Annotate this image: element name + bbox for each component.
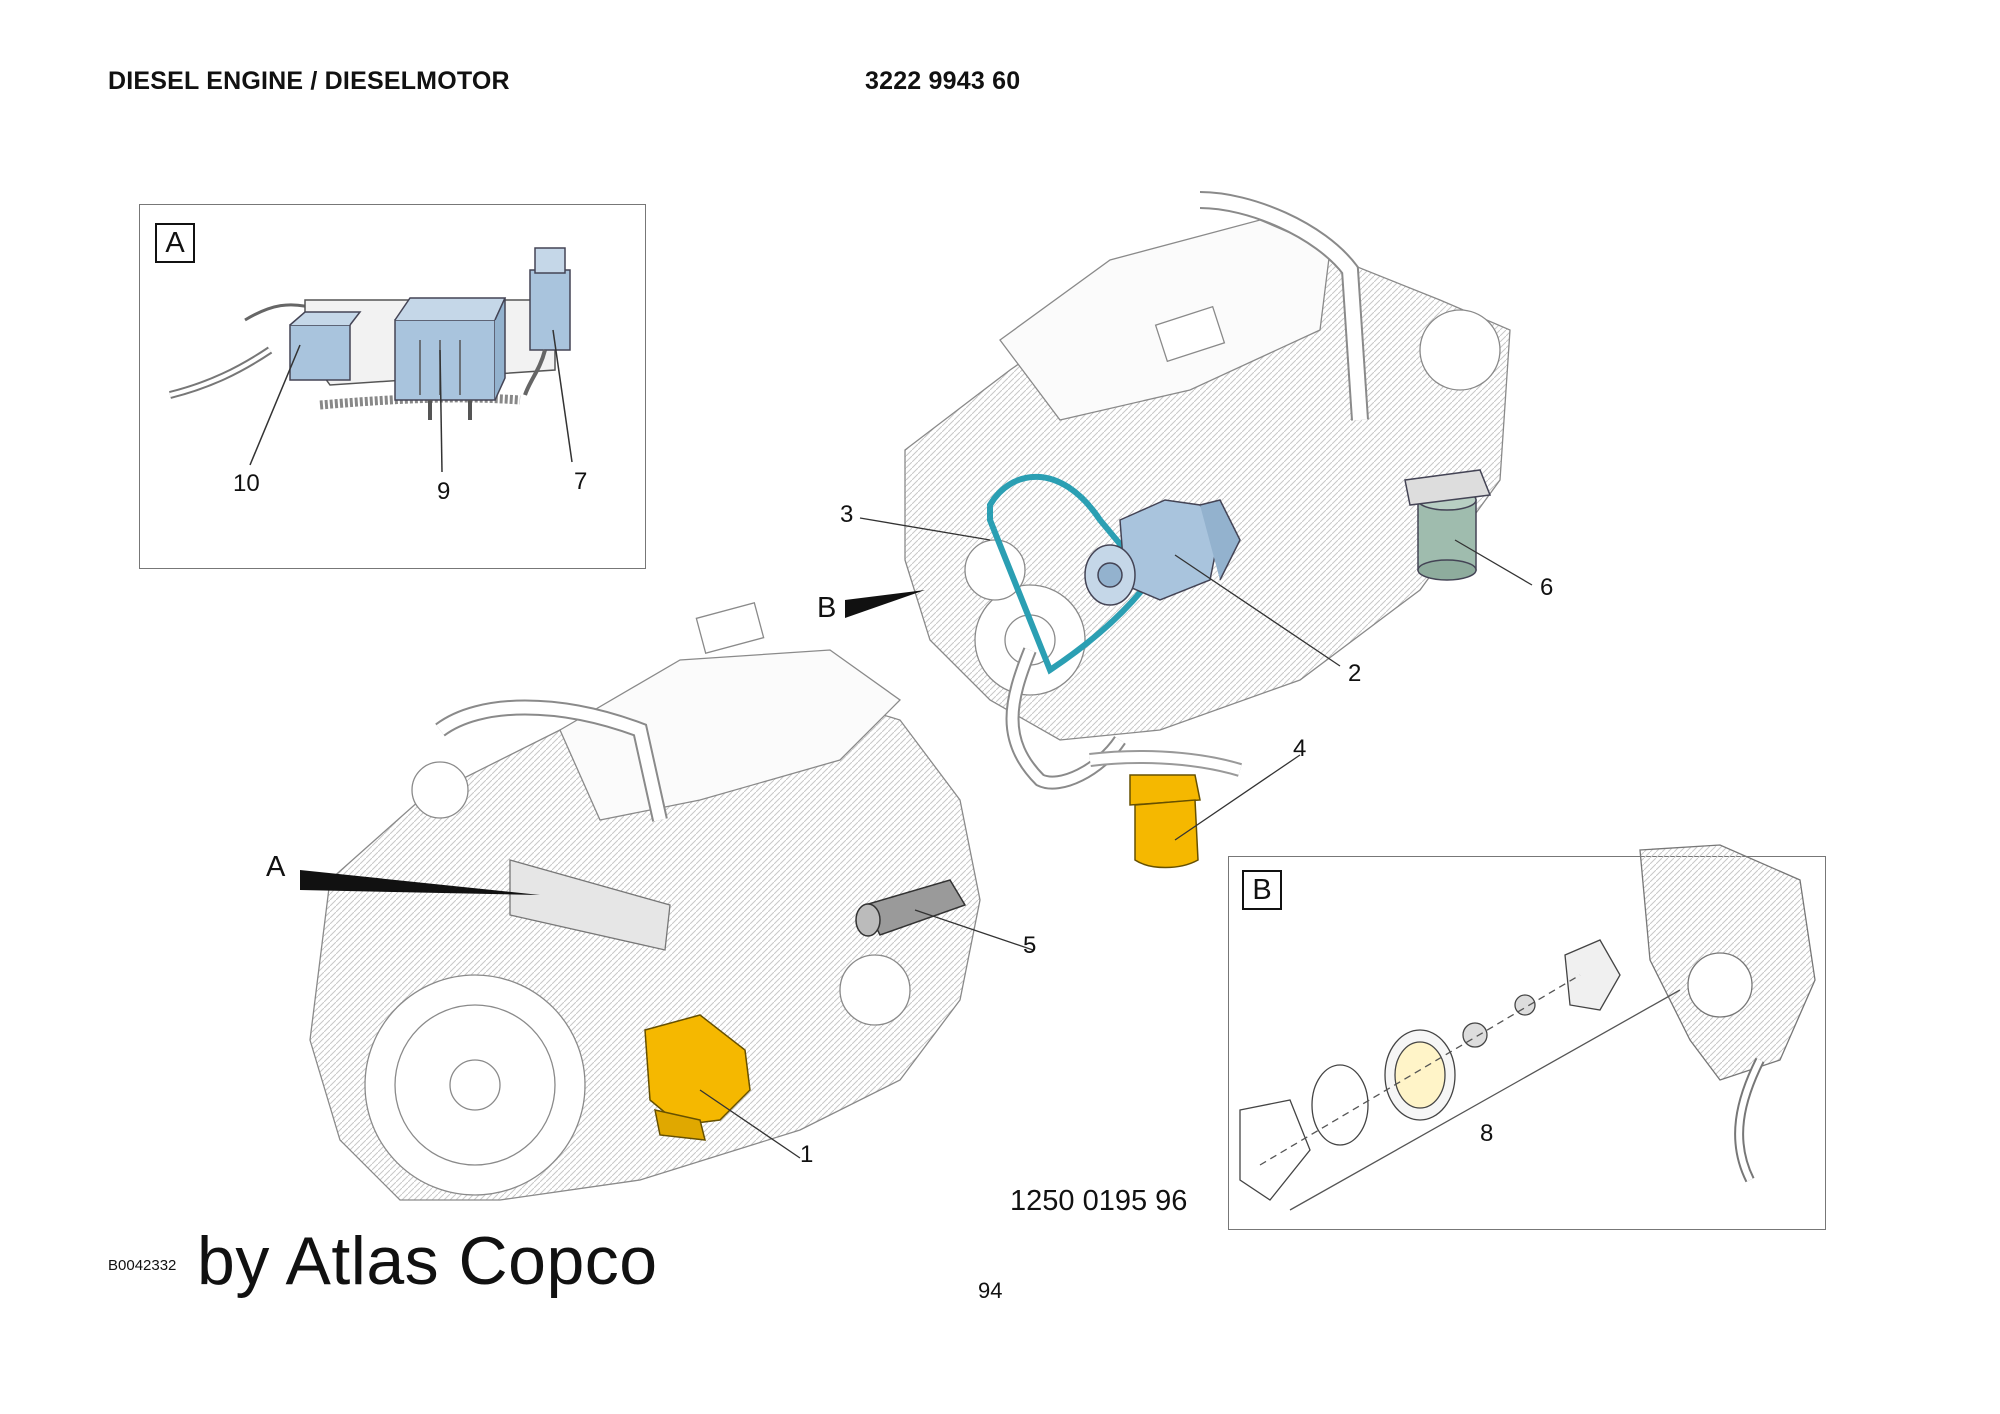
leader-lines	[699, 517, 1533, 1159]
detail-b-label: B	[1242, 870, 1282, 910]
part-number: 3222 9943 60	[865, 67, 1021, 95]
detail-a-label: A	[155, 223, 195, 263]
watermark-text: by Atlas Copco	[197, 1223, 658, 1299]
callout-9: 9	[437, 478, 451, 505]
starter-motor	[644, 1014, 751, 1141]
reference-number: 1250 0195 96	[1010, 1185, 1188, 1217]
callout-6: 6	[1540, 574, 1554, 601]
view-arrow-a-shape	[300, 870, 540, 895]
mounting-bracket	[509, 859, 671, 951]
callout-4: 4	[1293, 735, 1307, 762]
detail-a-drawing	[169, 247, 573, 473]
detail-b-drawing	[1239, 844, 1816, 1211]
sensor-5	[855, 879, 967, 937]
view-arrow-a-label: A	[266, 851, 286, 883]
callout-2: 2	[1348, 660, 1362, 687]
callout-5: 5	[1023, 932, 1037, 959]
view-arrow-b-shape	[845, 590, 925, 618]
oil-filter	[1089, 750, 1243, 869]
callout-3: 3	[840, 501, 854, 528]
view-arrow-b-label: B	[817, 592, 837, 624]
callout-10: 10	[233, 470, 260, 497]
callout-8: 8	[1480, 1120, 1494, 1147]
callout-1: 1	[800, 1141, 814, 1168]
image-code: B0042332	[108, 1257, 177, 1274]
page-number: 94	[978, 1278, 1003, 1303]
callout-7: 7	[574, 468, 588, 495]
alternator	[1084, 499, 1241, 606]
page-title: DIESEL ENGINE / DIESELMOTOR	[108, 67, 510, 95]
fuel-filter	[1404, 469, 1492, 581]
